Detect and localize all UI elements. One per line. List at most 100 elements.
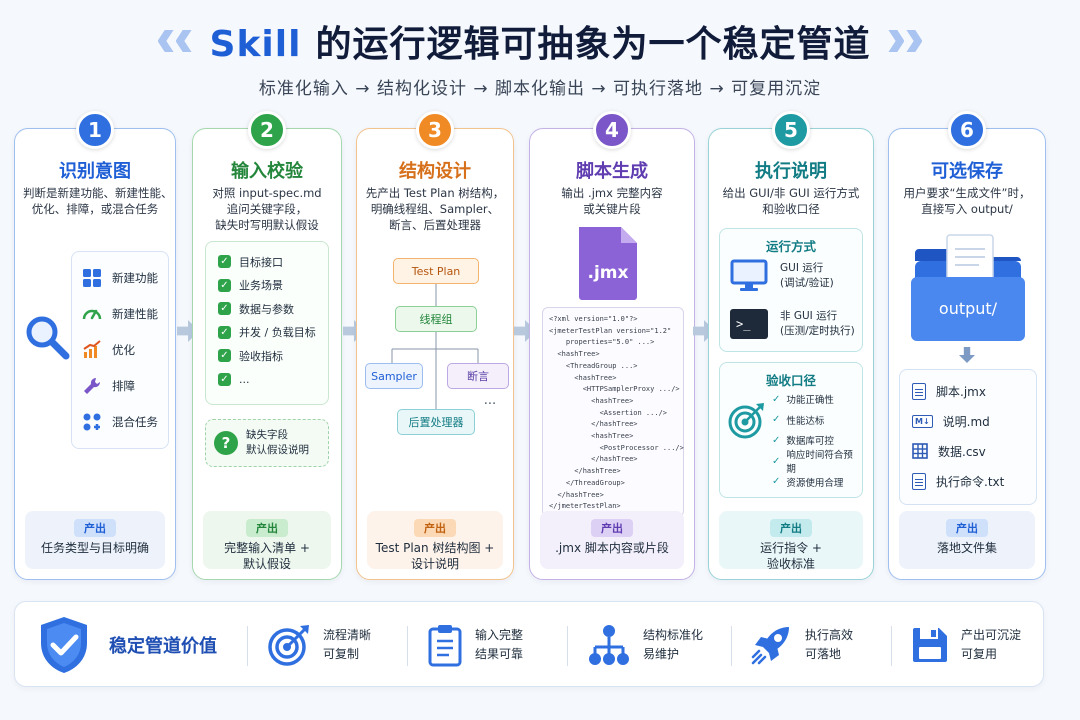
tree-connectors	[391, 284, 479, 409]
file-item: 数据.csv	[912, 436, 1036, 466]
shield-check-icon	[41, 617, 87, 673]
checkbox-checked-icon: ✓	[218, 325, 231, 339]
value-item: 流程清晰可复制	[267, 602, 371, 688]
output-box: 产出 Test Plan 树结构图 +设计说明	[367, 511, 503, 571]
target-icon	[268, 625, 309, 666]
mixed-icon	[83, 413, 101, 431]
run-mode-gui: GUI 运行(调试/验证)	[730, 259, 834, 293]
check-icon: ✓	[772, 414, 781, 426]
save-icon	[913, 628, 947, 662]
output-box: 产出 运行指令 +验收标准	[719, 511, 863, 571]
value-item: 输入完整结果可靠	[427, 602, 523, 688]
markdown-icon: M↓	[912, 414, 933, 428]
rocket-icon	[751, 627, 789, 665]
checklist-item: ✓...	[218, 368, 328, 392]
chart-up-icon	[83, 340, 101, 358]
step-description: 先产出 Test Plan 树结构，明确线程组、Sampler、断言、后置处理器	[365, 186, 505, 232]
check-icon: ✓	[772, 455, 781, 467]
list-item: ✓数据库可控	[772, 434, 834, 448]
output-box: 产出 完整输入清单 +默认假设	[203, 511, 331, 571]
acceptance-card: 验收口径 ✓功能正确性 ✓性能达标 ✓数据库可控 ✓响应时间符合预期 ✓资源使用…	[719, 362, 863, 498]
file-item: 执行命令.txt	[912, 466, 1036, 496]
checklist-item: ✓数据与参数	[218, 297, 328, 321]
magnifier-icon	[26, 316, 70, 360]
checkbox-checked-icon: ✓	[218, 372, 231, 386]
file-list: 脚本.jmx M↓说明.md 数据.csv 执行命令.txt	[899, 369, 1037, 505]
checklist-item: ✓业务场景	[218, 274, 328, 298]
step-number-badge: 6	[948, 111, 986, 149]
tree-node-post-processor: 后置处理器	[397, 409, 475, 435]
step-3-card: 3 结构设计 先产出 Test Plan 树结构，明确线程组、Sampler、断…	[356, 111, 514, 580]
list-item: 混合任务	[82, 404, 168, 440]
code-snippet: <?xml version="1.0"?> <jmeterTestPlan ve…	[542, 307, 684, 517]
arrow-down-icon	[959, 347, 975, 363]
value-item: 结构标准化易维护	[587, 602, 703, 688]
step-number-badge: 4	[593, 111, 631, 149]
folder-label: output/	[938, 299, 998, 318]
chevron-right-icon	[888, 30, 923, 52]
file-icon	[912, 472, 926, 490]
step-4-card: 4 脚本生成 输出 .jmx 完整内容或关键片段 .jmx <?xml vers…	[529, 111, 695, 580]
target-icon	[728, 403, 764, 439]
input-checklist: ✓目标接口 ✓业务场景 ✓数据与参数 ✓并发 / 负载目标 ✓验收指标 ✓...	[205, 241, 329, 405]
hierarchy-icon	[589, 625, 629, 665]
tree-node-sampler: Sampler	[365, 363, 423, 389]
step-number-badge: 1	[76, 111, 114, 149]
value-title: 稳定管道价值	[37, 602, 217, 688]
step-title: 执行说明	[755, 161, 827, 182]
list-item: ✓功能正确性	[772, 393, 834, 407]
jmx-file-icon	[579, 227, 637, 300]
step-title: 输入校验	[231, 161, 303, 182]
missing-fields-box: ? 缺失字段默认假设说明	[205, 419, 329, 467]
value-item: 产出可沉淀可复用	[911, 602, 1021, 688]
step-title: 脚本生成	[576, 161, 648, 182]
tree-node-assertion: 断言	[447, 363, 509, 389]
value-bar: 稳定管道价值 流程清晰可复制 输入完整结果可靠	[14, 601, 1044, 687]
step-5-card: 5 执行说明 给出 GUI/非 GUI 运行方式和验收口径 运行方式 GUI 运…	[708, 111, 874, 580]
folder-icon	[911, 234, 1025, 341]
list-item: 排障	[82, 368, 168, 404]
clipboard-icon	[428, 625, 462, 667]
run-modes-card: 运行方式 GUI 运行(调试/验证) >_ 非 GUI 运行(压测/定时执行)	[719, 228, 863, 352]
step-number-badge: 2	[248, 111, 286, 149]
table-icon	[912, 443, 928, 459]
file-item: 脚本.jmx	[912, 376, 1036, 406]
step-title: 结构设计	[399, 161, 471, 182]
wrench-icon	[84, 377, 101, 394]
step-title: 可选保存	[931, 161, 1003, 182]
step-6-card: 6 可选保存 用户要求“生成文件”时，直接写入 output/ output/ …	[888, 111, 1046, 580]
checkbox-checked-icon: ✓	[218, 302, 231, 316]
checkbox-checked-icon: ✓	[218, 349, 231, 363]
list-item: 优化	[82, 332, 168, 368]
step-description: 判断是新建功能、新建性能、优化、排障，或混合任务	[23, 186, 173, 216]
list-item: ✓资源使用合理	[772, 476, 844, 489]
criteria-list: ✓功能正确性 ✓性能达标 ✓数据库可控 ✓响应时间符合预期 ✓资源使用合理	[772, 389, 862, 492]
step-number-badge: 3	[416, 111, 454, 149]
monitor-icon	[730, 259, 768, 291]
step-number-badge: 5	[772, 111, 810, 149]
list-item: 新建性能	[82, 296, 168, 332]
file-icon	[912, 382, 926, 400]
step-description: 输出 .jmx 完整内容或关键片段	[561, 186, 663, 216]
check-icon: ✓	[772, 476, 781, 488]
grid-icon	[83, 269, 101, 287]
step-description: 用户要求“生成文件”时，直接写入 output/	[903, 186, 1031, 216]
list-item: ✓性能达标	[772, 414, 825, 427]
file-item: M↓说明.md	[912, 406, 1036, 436]
chevron-left-icon	[157, 30, 192, 52]
list-item: 新建功能	[82, 260, 168, 296]
output-box: 产出 任务类型与目标明确	[25, 511, 165, 569]
run-mode-non-gui: >_ 非 GUI 运行(压测/定时执行)	[730, 309, 855, 339]
output-box: 产出 .jmx 脚本内容或片段	[540, 511, 684, 569]
tree-more: ...	[483, 392, 497, 408]
intent-list: 新建功能 新建性能 优化 排障 混合任务	[71, 251, 169, 449]
tree-node-test-plan: Test Plan	[393, 258, 479, 284]
checkbox-checked-icon: ✓	[218, 255, 231, 269]
step-description: 给出 GUI/非 GUI 运行方式和验收口径	[722, 186, 860, 216]
tree-node-thread-group: 线程组	[395, 306, 477, 332]
output-box: 产出 落地文件集	[899, 511, 1035, 569]
jmx-file-label: .jmx	[587, 263, 629, 283]
